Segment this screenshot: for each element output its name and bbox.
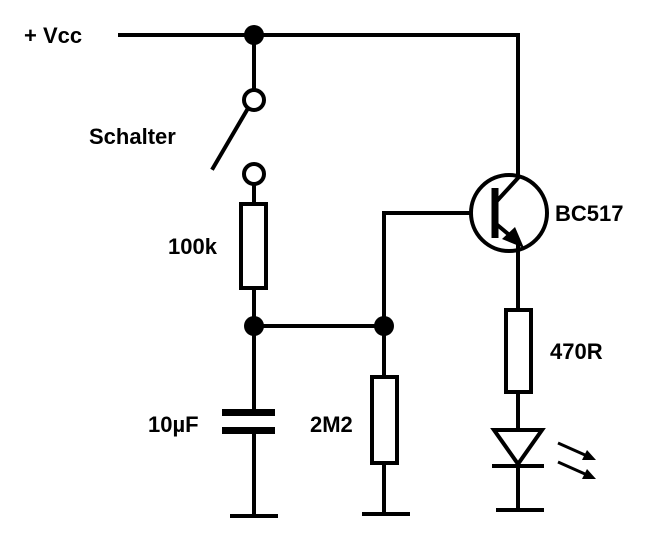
- led: [490, 428, 546, 511]
- transistor-label: BC517: [555, 201, 623, 226]
- vcc-label: + Vcc: [24, 23, 82, 48]
- resistor-100k-label: 100k: [168, 234, 218, 259]
- resistor-470r-label: 470R: [550, 339, 603, 364]
- capacitor-10uf: [222, 324, 275, 517]
- resistor-2m2: [370, 324, 399, 515]
- switch: [210, 33, 266, 206]
- transistor-bc517: [469, 173, 549, 253]
- capacitor-label: 10µF: [148, 412, 199, 437]
- resistor-2m2-label: 2M2: [310, 412, 353, 437]
- led-light-arrows: [557, 441, 596, 479]
- vcc-rail: [118, 33, 520, 180]
- resistor-470r: [504, 308, 533, 432]
- switch-label: Schalter: [89, 124, 176, 149]
- resistor-100k: [239, 202, 268, 328]
